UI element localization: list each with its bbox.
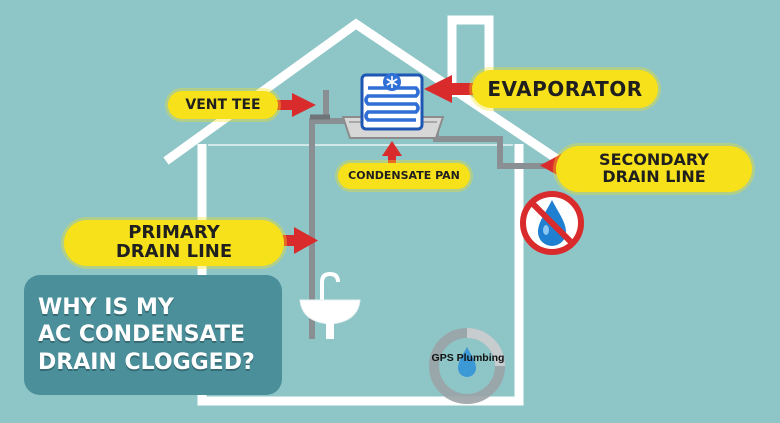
evaporator-text: EVAPORATOR	[487, 76, 643, 101]
title-line-2: AC CONDENSATE	[38, 322, 245, 348]
title-panel: WHY IS MY AC CONDENSATE DRAIN CLOGGED?	[24, 275, 282, 395]
primary-drain-text-line1: PRIMARY	[128, 222, 220, 244]
evaporator-coil-icon	[360, 73, 424, 131]
primary-drain-text-line2: DRAIN LINE	[115, 241, 233, 262]
sink-icon	[299, 271, 361, 339]
primary-drain-label: PRIMARY DRAIN LINE	[64, 220, 284, 266]
vent-tee-label: VENT TEE	[168, 91, 278, 119]
arrow-vent-tee	[272, 93, 316, 117]
gps-plumbing-logo-icon	[429, 328, 505, 404]
title-line-1: WHY IS MY	[38, 294, 174, 320]
secondary-drain-label: SECONDARY DRAIN LINE	[556, 146, 752, 192]
title-line-3: DRAIN CLOGGED?	[38, 349, 255, 375]
secondary-drain-text-line2: DRAIN LINE	[602, 167, 706, 186]
evaporator-label: EVAPORATOR	[472, 70, 658, 108]
vent-tee-text: VENT TEE	[185, 96, 261, 113]
snowflake-glyph	[386, 76, 398, 88]
condensate-pan-text: CONDENSATE PAN	[348, 169, 460, 183]
arrow-condensate-pan	[382, 141, 402, 167]
arrow-primary-drain	[276, 227, 318, 254]
brand-name: GPS Plumbing	[431, 352, 505, 364]
condensate-pan-label: CONDENSATE PAN	[338, 163, 470, 189]
no-water-drop-icon	[520, 191, 584, 255]
secondary-drain-text-line1: SECONDARY	[599, 150, 709, 170]
